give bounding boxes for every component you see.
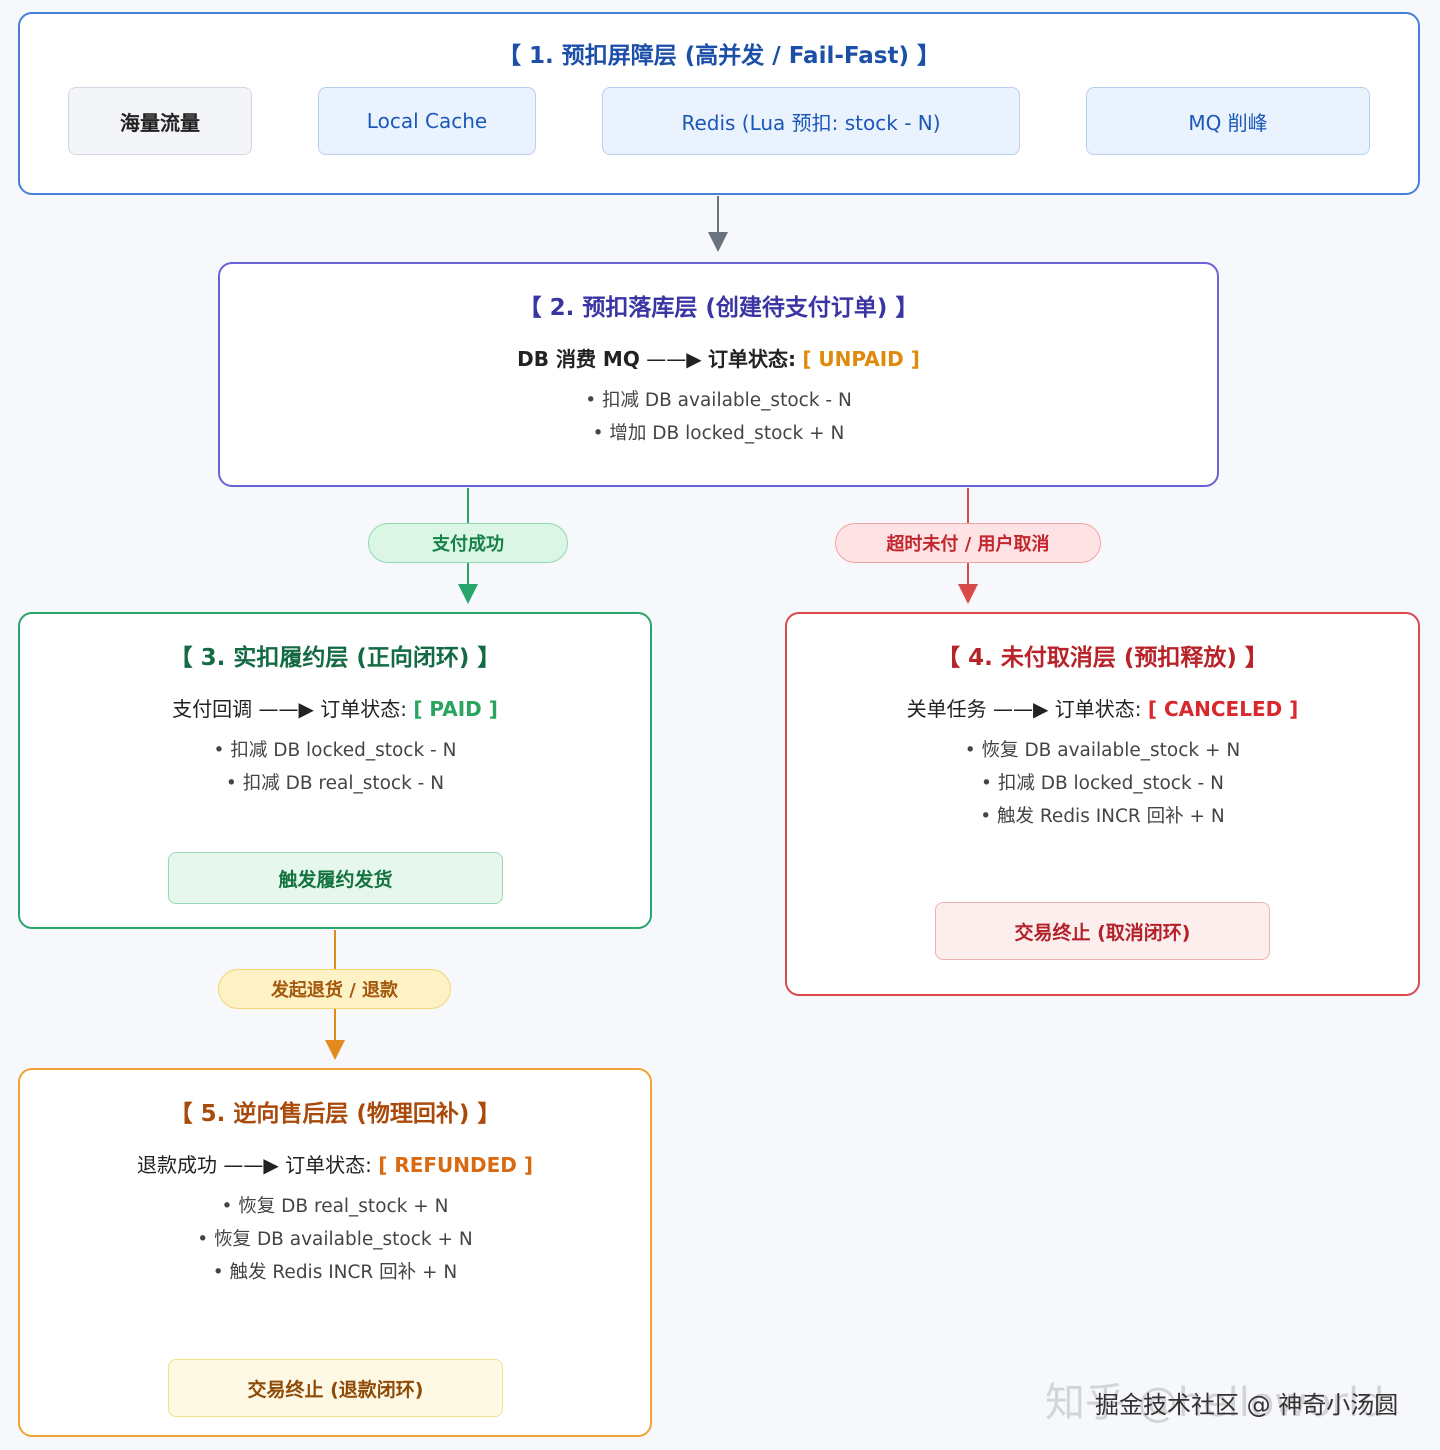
layer4-unpaid-cancel: 【 4. 未付取消层 (预扣释放) 】 关单任务 ——▶ 订单状态: [ CAN… <box>785 612 1420 996</box>
layer2-prededuct-persist: 【 2. 预扣落库层 (创建待支付订单) 】 DB 消费 MQ ——▶ 订单状态… <box>218 262 1219 487</box>
layer4-bullet: • 恢复 DB available_stock + N <box>964 740 1241 761</box>
layer4-state-line: 关单任务 ——▶ 订单状态: [ CANCELED ] <box>787 693 1418 722</box>
layer4-bullet: • 扣减 DB locked_stock - N <box>981 773 1224 794</box>
layer3-title: 【 3. 实扣履约层 (正向闭环) 】 <box>169 645 501 671</box>
layer5-state-line: 退款成功 ——▶ 订单状态: [ REFUNDED ] <box>20 1149 650 1178</box>
layer2-trigger: DB 消费 MQ <box>517 347 640 371</box>
layer4-state-label: 订单状态: <box>1054 697 1142 721</box>
layer3-state-line: 支付回调 ——▶ 订单状态: [ PAID ] <box>20 693 650 722</box>
layer3-state-badge: [ PAID ] <box>413 697 498 721</box>
arrow-glyph: ——▶ <box>993 697 1049 721</box>
watermark-faint: 知乎 @helloworld <box>1045 1380 1385 1426</box>
layer3-bullet: • 扣减 DB locked_stock - N <box>213 740 457 761</box>
layer4-title: 【 4. 未付取消层 (预扣释放) 】 <box>937 645 1268 671</box>
layer3-real-deduct: 【 3. 实扣履约层 (正向闭环) 】 支付回调 ——▶ 订单状态: [ PAI… <box>18 612 652 929</box>
watermark-text: 掘金技术社区 @ 神奇小汤圆 <box>1095 1391 1399 1419</box>
node-mass-traffic: 海量流量 <box>68 87 252 155</box>
layer2-state-label: 订单状态: <box>707 347 796 371</box>
node-mq-peak-shaving: MQ 削峰 <box>1086 87 1370 155</box>
layer2-title: 【 2. 预扣落库层 (创建待支付订单) 】 <box>518 295 919 321</box>
transition-pay-success: 支付成功 <box>368 523 568 563</box>
layer3-trigger: 支付回调 <box>172 697 253 721</box>
layer5-state-label: 订单状态: <box>285 1153 372 1177</box>
layer5-bullet: • 恢复 DB available_stock + N <box>197 1229 473 1250</box>
layer1-title: 【 1. 预扣屏障层 (高并发 / Fail-Fast) 】 <box>498 43 940 69</box>
layer5-trigger: 退款成功 <box>137 1153 217 1177</box>
layer2-bullet: • 扣减 DB available_stock - N <box>585 390 852 411</box>
arrow-glyph: ——▶ <box>258 697 314 721</box>
layer5-state-badge: [ REFUNDED ] <box>378 1153 533 1177</box>
layer5-title: 【 5. 逆向售后层 (物理回补) 】 <box>169 1101 501 1127</box>
layer4-end-terminate: 交易终止 (取消闭环) <box>935 902 1270 960</box>
layer4-trigger: 关单任务 <box>906 697 987 721</box>
layer3-state-label: 订单状态: <box>320 697 407 721</box>
node-redis-lua: Redis (Lua 预扣: stock - N) <box>602 87 1020 155</box>
arrow-glyph: ——▶ <box>223 1153 279 1177</box>
layer1-prededuct-barrier: 【 1. 预扣屏障层 (高并发 / Fail-Fast) 】 海量流量 Loca… <box>18 12 1420 195</box>
node-local-cache: Local Cache <box>318 87 536 155</box>
layer3-end-fulfillment: 触发履约发货 <box>168 852 503 904</box>
arrow-glyph: ——▶ <box>646 347 702 371</box>
layer5-bullet: • 恢复 DB real_stock + N <box>221 1196 449 1217</box>
layer3-bullet: • 扣减 DB real_stock - N <box>225 773 445 794</box>
transition-refund: 发起退货 / 退款 <box>218 969 451 1009</box>
layer4-bullet: • 触发 Redis INCR 回补 + N <box>980 806 1225 827</box>
layer2-state-badge: [ UNPAID ] <box>802 347 920 371</box>
layer5-reverse-aftersale: 【 5. 逆向售后层 (物理回补) 】 退款成功 ——▶ 订单状态: [ REF… <box>18 1068 652 1437</box>
layer5-end-terminate: 交易终止 (退款闭环) <box>168 1359 503 1417</box>
layer5-bullet: • 触发 Redis INCR 回补 + N <box>212 1262 458 1283</box>
layer4-state-badge: [ CANCELED ] <box>1147 697 1299 721</box>
transition-timeout-cancel: 超时未付 / 用户取消 <box>835 523 1101 563</box>
layer2-state-line: DB 消费 MQ ——▶ 订单状态: [ UNPAID ] <box>220 343 1217 372</box>
layer2-bullet: • 增加 DB locked_stock + N <box>592 423 845 444</box>
